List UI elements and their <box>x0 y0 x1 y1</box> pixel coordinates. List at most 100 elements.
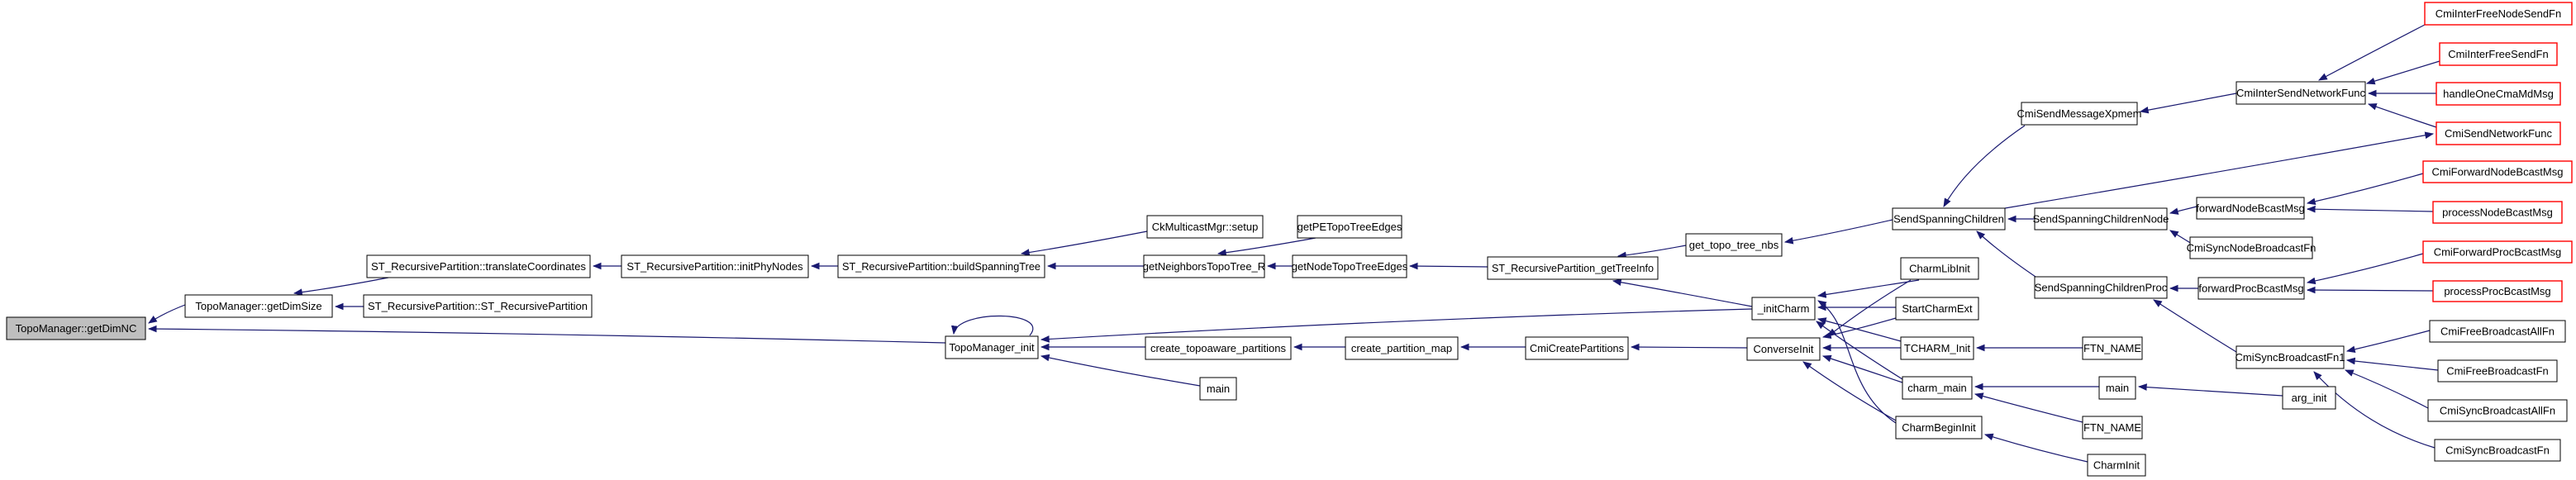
graph-node-cmiSyncNodeBroadcastFn[interactable]: CmiSyncNodeBroadcastFn <box>2187 236 2316 259</box>
graph-node-cmiSendNetworkFunc[interactable]: CmiSendNetworkFunc <box>2436 121 2561 145</box>
graph-node-box-cmiSyncNodeBroadcastFn <box>2189 236 2313 259</box>
graph-node-cmiInterFreeSendFn[interactable]: CmiInterFreeSendFn <box>2439 42 2558 66</box>
graph-node-label-cmiSendNetworkFunc: CmiSendNetworkFunc <box>2445 127 2553 140</box>
graph-node-forwardNodeBcastMsg[interactable]: forwardNodeBcastMsg <box>2196 197 2305 220</box>
graph-node-box-charmMain <box>1902 376 1973 400</box>
graph-node-getDimSize[interactable]: TopoManager::getDimSize <box>184 294 333 318</box>
graph-node-label-getNodeEdges: getNodeTopoTreeEdges <box>1292 260 1408 273</box>
graph-node-ckMulticastSetup[interactable]: CkMulticastMgr::setup <box>1146 215 1264 239</box>
graph-node-box-mainLeft <box>1199 377 1237 401</box>
graph-edge-getTopoTreeNbs-to-getTreeInfo <box>1617 245 1687 259</box>
graph-node-cmiForwardProcBcastMsg[interactable]: CmiForwardProcBcastMsg <box>2422 240 2573 264</box>
graph-node-processNodeBcastMsg[interactable]: processNodeBcastMsg <box>2432 201 2563 224</box>
graph-edge-charmBeginInit-to-converseInit <box>1802 361 1897 421</box>
graph-node-box-charmLibInit <box>1900 257 1979 280</box>
graph-node-box-createPartitionMap <box>1345 336 1459 360</box>
graph-node-createPartitionMap[interactable]: create_partition_map <box>1345 336 1459 360</box>
graph-node-label-cmiForwardNodeBcastMsg: CmiForwardNodeBcastMsg <box>2432 166 2564 178</box>
graph-node-buildSpanningTree[interactable]: ST_RecursivePartition::buildSpanningTree <box>837 254 1045 278</box>
graph-edges-layer <box>147 24 2440 463</box>
graph-edge-charmInit-to-charmBeginInit <box>1983 433 2088 463</box>
graph-node-getNeighbors[interactable]: getNeighborsTopoTree_R <box>1143 254 1265 278</box>
graph-node-box-cmiSyncBroadcastFn1 <box>2236 345 2345 369</box>
graph-node-box-cmiFreeBroadcastFn <box>2437 359 2558 383</box>
graph-node-label-cmiInterSendNetworkFunc: CmiInterSendNetworkFunc <box>2236 87 2366 99</box>
graph-edge-initCharm-to-topoManagerInit <box>1040 308 1753 343</box>
graph-node-box-getNodeEdges <box>1292 254 1407 278</box>
graph-node-stRpCtor[interactable]: ST_RecursivePartition::ST_RecursiveParti… <box>363 294 593 318</box>
graph-node-sscProc[interactable]: SendSpanningChildrenProc <box>2034 276 2168 299</box>
graph-node-label-processProcBcastMsg: processProcBcastMsg <box>2444 285 2550 297</box>
graph-node-label-startCharmExt: StartCharmExt <box>1902 302 1973 315</box>
graph-node-box-mainRight <box>2098 376 2136 400</box>
graph-node-cmiInterSendNetworkFunc[interactable]: CmiInterSendNetworkFunc <box>2236 81 2366 105</box>
graph-node-ftnNameTop[interactable]: FTN_NAME <box>2082 336 2143 360</box>
graph-node-tcharmInit[interactable]: TCHARM_Init <box>1900 336 1974 360</box>
graph-node-box-sscNode <box>2034 207 2168 230</box>
graph-node-ftnNameBottom[interactable]: FTN_NAME <box>2082 416 2143 440</box>
graph-edge-cmiSyncBroadcastAllFn-to-cmiSyncBroadcastFn1 <box>2344 369 2429 409</box>
graph-node-createTopoawarePartitions[interactable]: create_topoaware_partitions <box>1145 336 1292 360</box>
graph-node-cmiSyncBroadcastAllFn[interactable]: CmiSyncBroadcastAllFn <box>2427 399 2568 422</box>
graph-node-box-sendSpanningChildren <box>1892 207 2006 230</box>
graph-node-box-translateCoords <box>366 254 591 278</box>
graph-edge-charmMain-to-initCharm <box>1816 321 1903 380</box>
graph-node-handleOneCmaMdMsg[interactable]: handleOneCmaMdMsg <box>2436 82 2561 106</box>
graph-node-label-cmiInterFreeNodeSendFn: CmiInterFreeNodeSendFn <box>2436 7 2561 20</box>
graph-node-cmiSyncBroadcastFn1[interactable]: CmiSyncBroadcastFn1 <box>2236 345 2345 369</box>
graph-node-label-forwardProcBcastMsg: forwardProcBcastMsg <box>2198 283 2303 295</box>
graph-node-mainRight[interactable]: main <box>2098 376 2136 400</box>
graph-node-box-cmiInterSendNetworkFunc <box>2236 81 2366 105</box>
graph-node-cmiSyncBroadcastFn[interactable]: CmiSyncBroadcastFn <box>2434 439 2561 462</box>
graph-node-cmiFreeBroadcastFn[interactable]: CmiFreeBroadcastFn <box>2437 359 2558 383</box>
graph-edge-forwardNodeBcastMsg-to-sscNode <box>2169 206 2197 215</box>
graph-edge-sendSpanningChildren-to-getTopoTreeNbs <box>1783 219 1893 245</box>
graph-edge-charmBeginInit-to-initCharm <box>1817 300 1897 424</box>
graph-node-sendSpanningChildren[interactable]: SendSpanningChildren <box>1892 207 2006 230</box>
graph-node-cmiCreatePartitions[interactable]: CmiCreatePartitions <box>1525 336 1629 360</box>
graph-node-charmLibInit[interactable]: CharmLibInit <box>1900 257 1979 280</box>
graph-node-cmiForwardNodeBcastMsg[interactable]: CmiForwardNodeBcastMsg <box>2422 160 2573 183</box>
graph-node-label-ckMulticastSetup: CkMulticastMgr::setup <box>1152 221 1259 233</box>
graph-node-box-getDimNC <box>6 316 146 340</box>
graph-node-label-topoManagerInit: TopoManager_init <box>949 341 1035 354</box>
graph-node-cmiFreeBroadcastAllFn[interactable]: CmiFreeBroadcastAllFn <box>2429 320 2566 343</box>
graph-node-charmBeginInit[interactable]: CharmBeginInit <box>1895 416 1983 440</box>
graph-node-sscNode[interactable]: SendSpanningChildrenNode <box>2033 207 2169 230</box>
graph-node-getTopoTreeNbs[interactable]: get_topo_tree_nbs <box>1685 233 1783 257</box>
graph-node-cmiSendMessageXpmem[interactable]: CmiSendMessageXpmem <box>2017 102 2142 126</box>
graph-node-charmInit[interactable]: CharmInit <box>2087 454 2146 477</box>
graph-node-label-mainLeft: main <box>1207 383 1230 395</box>
graph-edge-topoManagerInit-to-getDimNC <box>147 325 946 344</box>
graph-edge-sscProc-to-sendSpanningChildren <box>1976 230 2039 279</box>
graph-node-getNodeEdges[interactable]: getNodeTopoTreeEdges <box>1292 254 1408 278</box>
graph-node-getDimNC[interactable]: TopoManager::getDimNC <box>6 316 146 340</box>
graph-node-initPhyNodes[interactable]: ST_RecursivePartition::initPhyNodes <box>621 254 809 278</box>
graph-node-label-cmiFreeBroadcastAllFn: CmiFreeBroadcastAllFn <box>2440 326 2555 338</box>
graph-node-label-charmMain: charm_main <box>1907 382 1967 394</box>
graph-node-box-cmiSendMessageXpmem <box>2021 102 2138 126</box>
graph-node-argInit[interactable]: arg_init <box>2282 386 2336 410</box>
graph-node-forwardProcBcastMsg[interactable]: forwardProcBcastMsg <box>2197 277 2305 300</box>
graph-node-mainLeft[interactable]: main <box>1199 377 1237 401</box>
graph-node-initCharm[interactable]: _initCharm <box>1751 297 1816 321</box>
graph-node-box-cmiSyncBroadcastAllFn <box>2427 399 2568 422</box>
graph-node-startCharmExt[interactable]: StartCharmExt <box>1895 297 1979 321</box>
graph-node-box-cmiInterFreeSendFn <box>2439 42 2558 66</box>
graph-node-charmMain[interactable]: charm_main <box>1902 376 1973 400</box>
graph-node-getPEEdges[interactable]: getPETopoTreeEdges <box>1297 215 1402 239</box>
graph-node-label-forwardNodeBcastMsg: forwardNodeBcastMsg <box>2196 202 2305 215</box>
graph-node-box-charmInit <box>2087 454 2146 477</box>
graph-node-box-getDimSize <box>184 294 333 318</box>
graph-node-box-createTopoawarePartitions <box>1145 336 1292 360</box>
graph-node-label-getTreeInfo: ST_RecursivePartition_getTreeInfo <box>1492 262 1654 274</box>
graph-node-converseInit[interactable]: ConverseInit <box>1746 337 1821 361</box>
graph-node-translateCoords[interactable]: ST_RecursivePartition::translateCoordina… <box>366 254 591 278</box>
graph-node-getTreeInfo[interactable]: ST_RecursivePartition_getTreeInfo <box>1487 256 1659 280</box>
graph-edge-cmiFreeBroadcastFn-to-cmiSyncBroadcastFn1 <box>2345 357 2439 371</box>
graph-node-topoManagerInit[interactable]: TopoManager_init <box>945 335 1039 359</box>
graph-node-cmiInterFreeNodeSendFn[interactable]: CmiInterFreeNodeSendFn <box>2424 2 2573 26</box>
graph-node-processProcBcastMsg[interactable]: processProcBcastMsg <box>2432 280 2563 302</box>
graph-node-box-argInit <box>2282 386 2336 410</box>
